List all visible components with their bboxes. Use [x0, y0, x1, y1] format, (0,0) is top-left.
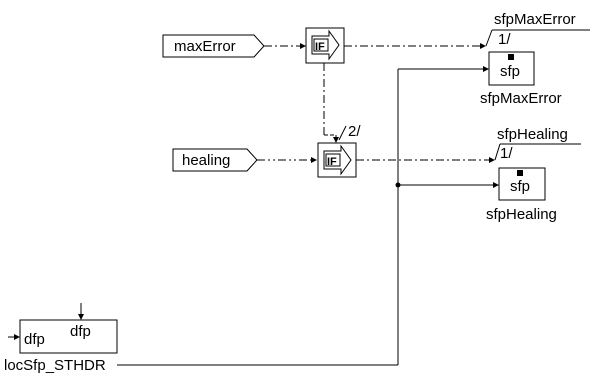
sequence-marker-stroke [338, 125, 347, 141]
sfp-block-sfpmaxerror-name: sfpMaxError [480, 90, 562, 107]
sfp-block-sfphealing-name: sfpHealing [486, 206, 557, 223]
output-signal-sfpmaxerror-name: sfpMaxError [494, 11, 576, 28]
arrowhead-icon [493, 182, 499, 188]
source-block-label: dfp [70, 323, 91, 340]
arrowhead-icon [311, 157, 317, 163]
sfp-block-sfphealing-label: sfp [510, 178, 530, 195]
input-port-healing-label: healing [182, 152, 230, 169]
output-signal-sfphealing[interactable]: sfpHealing 1/ [494, 126, 581, 162]
if-block-2-label: IF [327, 156, 337, 168]
junction-dot [395, 182, 401, 188]
port-marker-icon [508, 54, 514, 60]
output-signal-sfpmaxerror[interactable]: sfpMaxError 1/ [485, 11, 590, 48]
input-port-healing[interactable]: healing [172, 148, 258, 172]
arrowhead-icon [78, 314, 84, 320]
arrowhead-icon [489, 157, 495, 163]
sfp-block-sfpmaxerror[interactable]: sfp sfpMaxError [480, 51, 562, 107]
arrowhead-icon [300, 43, 306, 49]
output-signal-sfpmaxerror-sequence: 1/ [498, 31, 511, 48]
sfp-block-sfpmaxerror-label: sfp [500, 63, 520, 80]
sfp-block-sfphealing[interactable]: sfp sfpHealing [486, 167, 557, 223]
if-block-1[interactable]: IF [305, 27, 345, 64]
if-block-1-label: IF [315, 41, 325, 53]
source-block-port-label: dfp [24, 331, 45, 348]
arrowhead-icon [14, 334, 20, 340]
input-port-maxerror-label: maxError [174, 38, 236, 55]
if-block-2[interactable]: IF [317, 142, 357, 178]
source-block-locsfp-sthdr[interactable]: dfp dfp locSfp_STHDR [4, 303, 118, 374]
branch-sequence-label: 2/ [348, 123, 361, 140]
input-port-maxerror[interactable]: maxError [162, 34, 265, 58]
arrowhead-icon [480, 43, 486, 49]
arrowhead-icon [483, 66, 489, 72]
source-block-name: locSfp_STHDR [4, 357, 106, 374]
output-signal-sfphealing-name: sfpHealing [497, 126, 568, 143]
output-signal-sfphealing-sequence: 1/ [500, 145, 513, 162]
arrowhead-icon [333, 137, 339, 143]
port-marker-icon [517, 170, 523, 176]
